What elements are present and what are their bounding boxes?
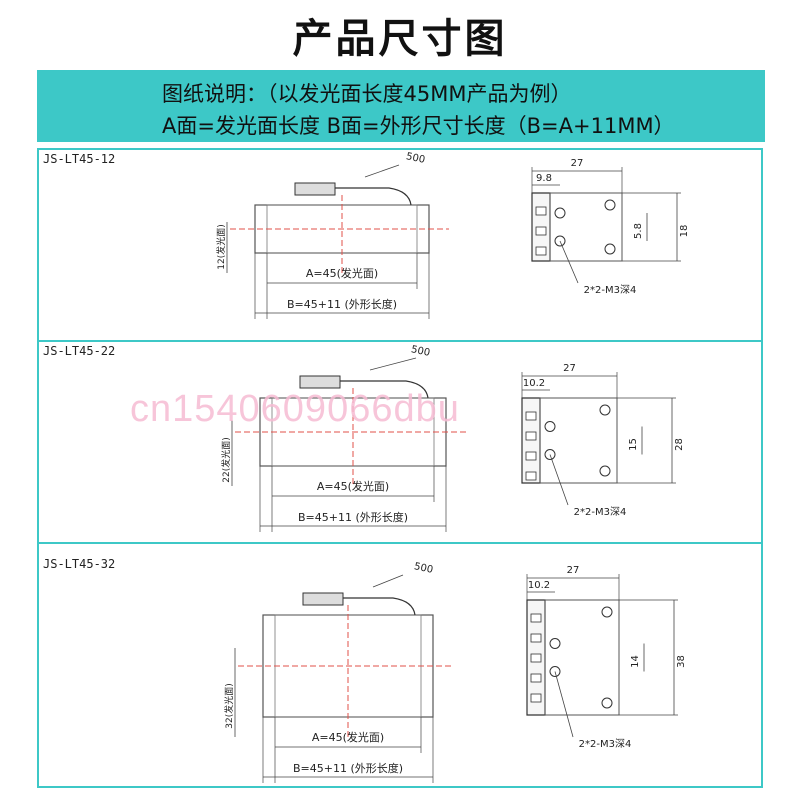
mid-dim-label: 15 [628,438,639,451]
rail-slot [530,673,542,683]
hole-leader [554,671,574,738]
description-banner: 图纸说明：（以发光面长度45MM产品为例） A面=发光面长度 B面=外形尺寸长度… [37,70,765,142]
hole-note: 2*2-M3深4 [584,284,637,296]
mid-dim-label: 14 [630,655,641,668]
rail-slot [525,471,537,481]
mount-hole [601,697,613,709]
banner-line-1: 图纸说明：（以发光面长度45MM产品为例） [162,82,572,106]
model-label-1: JS-LT45-12 [43,152,116,166]
cable [343,597,416,616]
model-label-3: JS-LT45-32 [43,557,116,571]
cable-length-label: 500 [405,151,426,166]
rail-slot [535,206,547,216]
panel-2: 500 22(发光面) A=45(发光面) B=45+11 (外形长度) 27 10.2 1… [220,344,685,532]
mount-hole [604,243,616,255]
panel-3: 500 32(发光面) A=45(发光面) B=45+11 (外形长度) 27 10.2 1… [223,561,687,783]
side-profile-rail [521,397,541,484]
outer-dim-label: 18 [679,225,690,238]
connector [299,375,341,389]
panels-root: 500 12(发光面) A=45(发光面) B=45+11 (外形长度) 27 9.8 5.… [215,151,690,783]
panel-separator [37,542,763,544]
top-width-label: 27 [567,565,580,576]
rail-slot [530,653,542,663]
offset-label: 10.2 [523,378,545,389]
top-width-label: 27 [571,158,584,169]
a-label: A=45(发光面) [306,266,378,280]
cable [340,380,429,399]
side-profile-body [539,397,618,484]
rail-slot [530,693,542,703]
mount-hole [599,404,611,416]
top-width-label: 27 [563,363,576,374]
hole-leader [559,240,579,284]
side-profile-body [549,192,623,262]
mount-hole [549,638,561,649]
panel-1: 500 12(发光面) A=45(发光面) B=45+11 (外形长度) 27 9.8 5.… [215,151,690,319]
b-label: B=45+11 (外形长度) [298,510,408,524]
b-label: B=45+11 (外形长度) [287,297,397,311]
rail-slot [535,246,547,256]
cable [335,187,412,206]
rail-slot [525,451,537,461]
drawing-frame [37,148,763,788]
banner-line-2: A面=发光面长度 B面=外形尺寸长度（B=A+11MM） [162,114,675,138]
offset-label: 10.2 [528,580,550,591]
mid-dim-label: 5.8 [633,223,644,239]
a-label: A=45(发光面) [317,479,389,493]
outer-dim-label: 38 [676,655,687,668]
rail-slot [525,411,537,421]
rail-slot [525,431,537,441]
mount-hole [601,606,613,618]
outer-dim-label: 28 [674,438,685,451]
b-label: B=45+11 (外形长度) [293,761,403,775]
height-label: 22(发光面) [220,437,232,482]
cable-dim-line [369,357,417,371]
hole-note: 2*2-M3深4 [574,506,627,518]
side-profile-body [544,599,620,716]
a-label: A=45(发光面) [312,730,384,744]
cable-length-label: 500 [410,344,431,359]
height-label: 12(发光面) [215,224,227,269]
watermark: cn1540609066dbu [130,388,460,430]
connector [294,182,336,196]
hole-leader [549,454,569,506]
offset-label: 9.8 [536,173,552,184]
rail-slot [535,226,547,236]
mount-hole [554,207,566,219]
mount-hole [604,199,616,211]
cable-length-label: 500 [413,561,434,576]
cable-dim-line [372,574,404,588]
height-label: 32(发光面) [223,683,235,728]
technical-drawing: 500 12(发光面) A=45(发光面) B=45+11 (外形长度) 27 9.8 5.… [215,151,690,783]
model-label-2: JS-LT45-22 [43,344,116,358]
rail-slot [530,613,542,623]
cable-dim-line [364,164,400,178]
hole-note: 2*2-M3深4 [579,738,632,750]
connector [302,592,344,606]
panel-separator [37,340,763,342]
mount-hole [544,421,556,432]
rail-slot [530,633,542,643]
page-title: 产品尺寸图 [292,16,508,62]
mount-hole [599,465,611,477]
